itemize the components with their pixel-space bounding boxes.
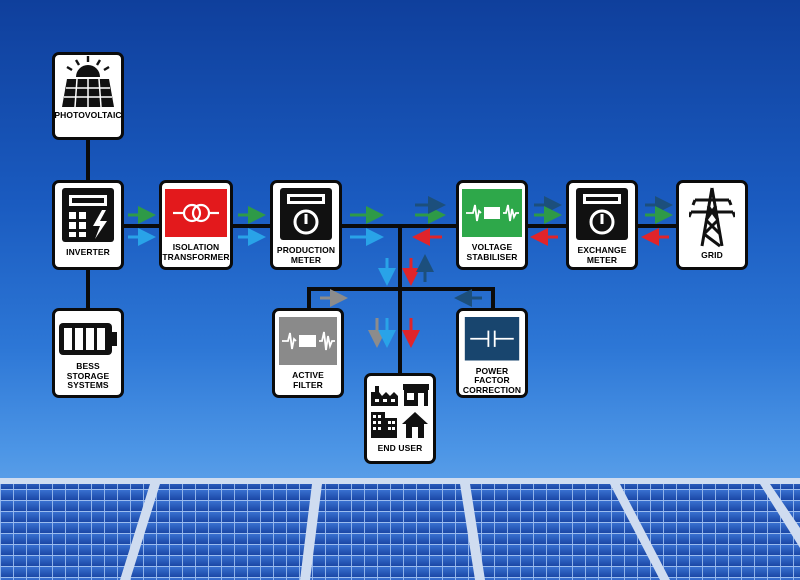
meter-icon <box>576 188 628 240</box>
node-power-factor-correction: POWER FACTOR CORRECTION <box>456 308 528 398</box>
node-inverter: INVERTER <box>52 180 124 270</box>
node-label: ACTIVE FILTER <box>292 370 324 390</box>
node-exchange-meter: EXCHANGE METER <box>566 180 638 270</box>
node-end-user: END USER <box>364 373 436 464</box>
transformer-icon <box>165 189 227 237</box>
solar-panel-icon <box>62 56 114 108</box>
node-label: PHOTOVOLTAIC <box>54 110 122 120</box>
node-voltage-stabiliser: VOLTAGE STABILISER <box>456 180 528 270</box>
node-active-filter: ACTIVE FILTER <box>272 308 344 398</box>
node-label: END USER <box>377 443 423 453</box>
filter-icon <box>279 317 337 365</box>
pylon-icon <box>689 187 735 248</box>
solar-panels-background <box>0 478 800 580</box>
node-photovoltaic: PHOTOVOLTAIC <box>52 52 124 140</box>
node-isolation-transformer: ISOLATION TRANSFORMER <box>159 180 233 270</box>
stabiliser-icon <box>462 189 522 237</box>
node-bess: BESS STORAGE SYSTEMS <box>52 308 124 398</box>
battery-icon <box>59 323 117 355</box>
node-label: ISOLATION TRANSFORMER <box>162 242 230 262</box>
node-grid: GRID <box>676 180 748 270</box>
capacitor-icon <box>464 317 520 361</box>
buildings-icon <box>371 384 429 438</box>
meter-icon <box>280 188 332 240</box>
node-label: POWER FACTOR CORRECTION <box>462 365 522 395</box>
node-production-meter: PRODUCTION METER <box>270 180 342 270</box>
node-label: BESS STORAGE SYSTEMS <box>66 361 110 390</box>
node-label: VOLTAGE STABILISER <box>466 242 518 262</box>
node-label: EXCHANGE METER <box>577 245 627 265</box>
inverter-icon <box>62 188 114 242</box>
node-label: GRID <box>701 250 723 260</box>
node-label: INVERTER <box>66 247 110 257</box>
node-label: PRODUCTION METER <box>276 245 336 265</box>
